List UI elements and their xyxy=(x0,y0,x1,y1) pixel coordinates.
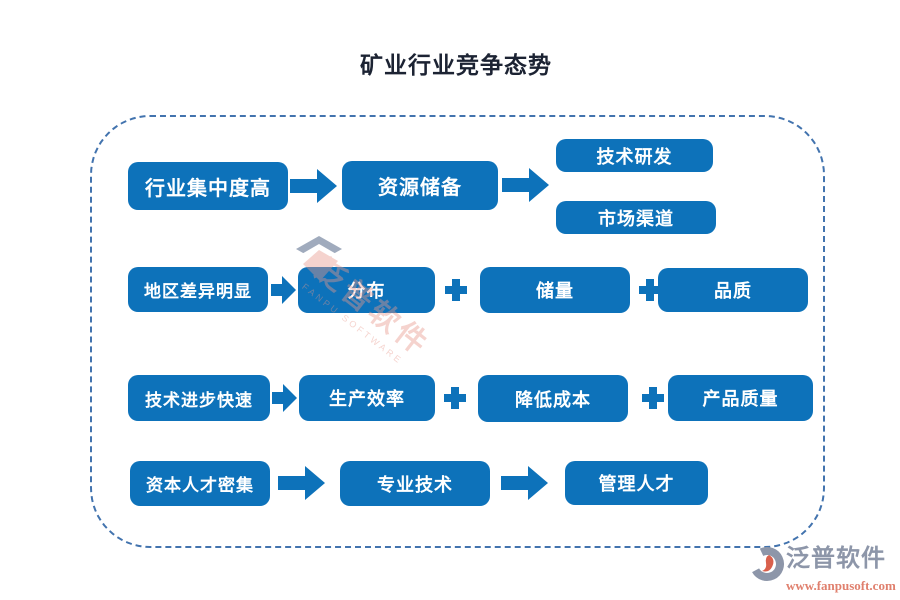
box-quality: 品质 xyxy=(658,268,808,312)
fanpu-logo: 泛普软件 www.fanpusoft.com xyxy=(748,544,896,594)
box-capital-talent: 资本人才密集 xyxy=(130,461,270,506)
arrow-right-icon xyxy=(502,167,550,203)
plus-icon xyxy=(642,387,664,409)
box-resource-reserves: 资源储备 xyxy=(342,161,498,210)
box-reserves: 储量 xyxy=(480,267,630,313)
box-tech-progress: 技术进步快速 xyxy=(128,375,270,421)
arrow-right-icon xyxy=(272,383,298,413)
logo-name: 泛普软件 xyxy=(786,545,886,572)
box-market-channels: 市场渠道 xyxy=(556,201,716,234)
logo-url: www.fanpusoft.com xyxy=(786,578,896,593)
box-industry-concentration: 行业集中度高 xyxy=(128,162,288,210)
box-product-quality: 产品质量 xyxy=(668,375,813,421)
box-management-talent: 管理人才 xyxy=(565,461,708,505)
arrow-right-icon xyxy=(278,465,326,501)
box-regional-differences: 地区差异明显 xyxy=(128,267,268,312)
box-production-efficiency: 生产效率 xyxy=(299,375,435,421)
box-cost-reduction: 降低成本 xyxy=(478,375,628,422)
plus-icon xyxy=(445,279,467,301)
diagram-panel xyxy=(90,115,825,548)
plus-icon xyxy=(639,279,661,301)
page-title: 矿业行业竞争态势 xyxy=(360,52,552,79)
box-professional-skills: 专业技术 xyxy=(340,461,490,506)
box-distribution: 分布 xyxy=(298,267,435,313)
box-tech-rd: 技术研发 xyxy=(556,139,713,172)
fanpu-logo-icon xyxy=(748,544,786,582)
arrow-right-icon xyxy=(290,168,338,204)
arrow-right-icon xyxy=(501,465,549,501)
plus-icon xyxy=(444,387,466,409)
arrow-right-icon xyxy=(271,275,297,305)
